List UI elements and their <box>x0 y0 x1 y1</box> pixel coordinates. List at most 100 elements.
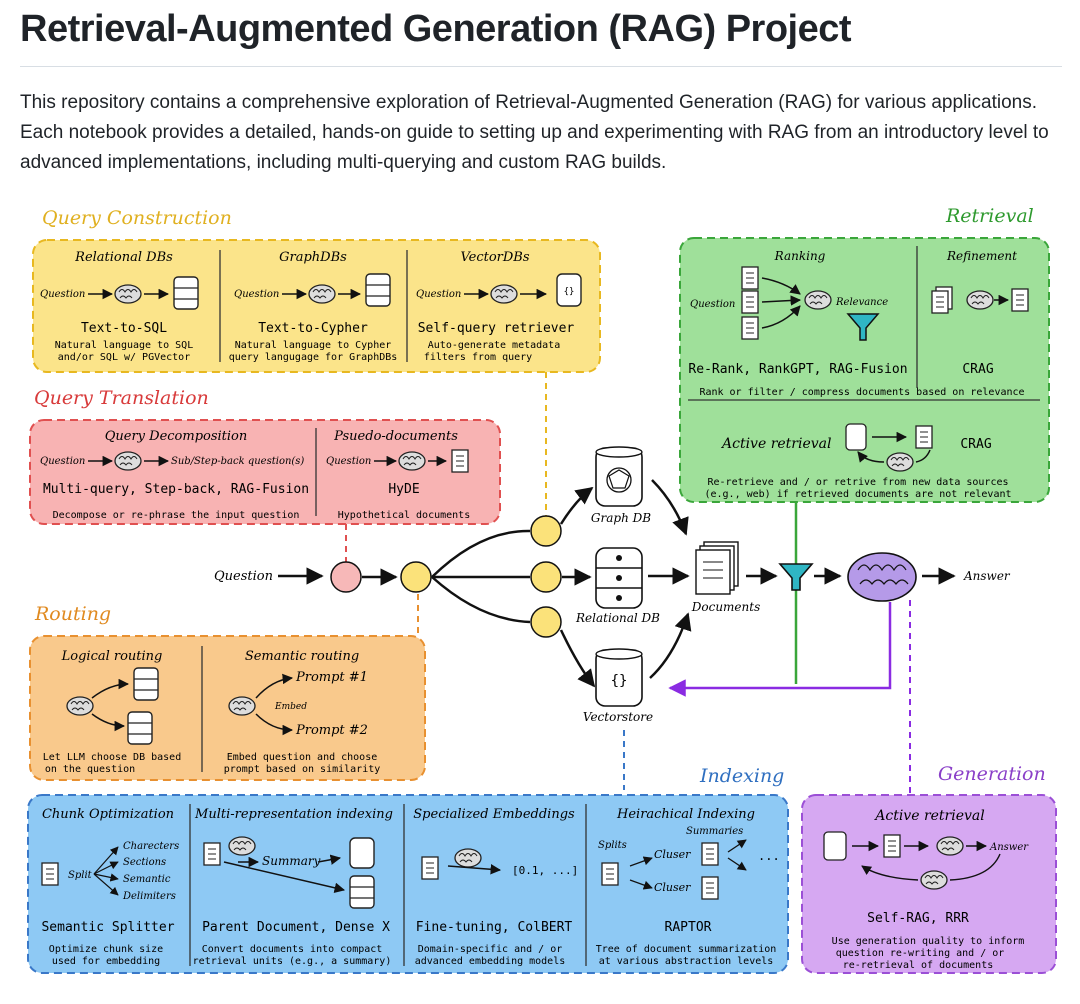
qc-vector-desc-2: filters from query <box>424 352 532 363</box>
routing-logical-desc-2: on the question <box>45 764 135 775</box>
retrieval-ranking-header: Ranking <box>774 249 826 263</box>
routing-prompt-1: Prompt #1 <box>295 670 368 685</box>
document-icon <box>741 290 759 314</box>
idx-hierarchical-cluster-2: Cluser <box>654 881 691 894</box>
generation-desc-3: re-retrieval of documents <box>843 960 994 971</box>
rag-diagram: Query Construction Relational DBs Questi… <box>27 205 1057 974</box>
idx-multirep-summary: Summary <box>262 854 321 868</box>
document-icon <box>741 316 759 340</box>
idx-chunk-item: Charecters <box>123 841 179 852</box>
idx-chunk-item: Sections <box>123 857 166 868</box>
brain-icon <box>886 452 914 472</box>
idx-embeddings-vector: [0.1, ...] <box>512 864 578 877</box>
graph-database-icon <box>365 273 391 307</box>
brain-icon <box>114 451 142 471</box>
brain-icon <box>66 696 94 716</box>
qc-graph-input: Question <box>234 289 279 300</box>
idx-embeddings-desc-1: Domain-specific and / or <box>418 944 563 955</box>
page-title: Retrieval-Augmented Generation (RAG) Pro… <box>20 8 852 50</box>
routing-logical-panel: Logical routing Let LLM choose DB based … <box>43 649 181 775</box>
vector-database-icon <box>556 273 582 307</box>
qc-vector-header: VectorDBs <box>460 250 529 265</box>
qt-decomposition-method: Multi-query, Step-back, RAG-Fusion <box>43 482 309 497</box>
routing-heading: Routing <box>34 603 111 625</box>
qt-decomposition-output: Sub/Step-back question(s) <box>171 456 304 467</box>
qt-decomposition-header: Query Decomposition <box>105 429 248 444</box>
qt-pseudo-input: Question <box>326 456 371 467</box>
retrieval-refinement-panel: Refinement CRAG <box>931 249 1029 377</box>
document-icon <box>203 842 221 866</box>
idx-hierarchical-ellipsis: ... <box>758 849 780 863</box>
routing-prompt-2: Prompt #2 <box>295 723 368 738</box>
routing-semantic-desc-1: Embed question and choose <box>227 752 378 763</box>
graph-db-label: Graph DB <box>591 511 651 525</box>
routing-node <box>400 561 432 593</box>
title-divider <box>20 66 1062 67</box>
brain-icon <box>920 870 948 890</box>
relational-db-label: Relational DB <box>575 611 660 625</box>
document-icon <box>883 834 901 858</box>
idx-embeddings-method: Fine-tuning, ColBERT <box>416 920 573 935</box>
graph-icon <box>606 467 632 493</box>
idx-chunk-method: Semantic Splitter <box>41 920 174 935</box>
svg-text:{}: {} <box>564 287 575 297</box>
filter-icon <box>778 563 814 591</box>
qt-pseudo-desc: Hypothetical documents <box>338 510 470 521</box>
documents-label: Documents <box>691 600 760 614</box>
construction-node-graph <box>530 515 562 547</box>
routing-semantic-header: Semantic routing <box>245 649 359 664</box>
routing-semantic-desc-2: prompt based on similarity <box>224 764 381 775</box>
idx-chunk-item: Semantic <box>123 874 171 885</box>
document-icon <box>701 842 719 866</box>
routing-embed-label: Embed <box>274 702 307 712</box>
qc-relational-header: Relational DBs <box>74 250 173 265</box>
idx-multirep-desc-1: Convert documents into compact <box>202 944 383 955</box>
retrieval-active-panel: Active retrieval CRAG Re-retrieve and / … <box>704 423 1012 500</box>
idx-chunk-split: Split <box>68 870 93 881</box>
vector-database-icon <box>823 831 847 861</box>
qc-graph-desc-2: query langugage for GraphDBs <box>229 352 398 363</box>
idx-embeddings-desc-2: advanced embedding models <box>415 956 566 967</box>
idx-chunk-header: Chunk Optimization <box>42 807 174 822</box>
feedback-arrow <box>668 602 892 697</box>
vectorstore-store: {} Vectorstore <box>583 648 653 724</box>
query-construction-box <box>32 239 601 373</box>
document-icon <box>915 425 933 449</box>
idx-multirep-method: Parent Document, Dense X <box>202 920 390 935</box>
idx-hierarchical-panel: Heirachical Indexing Splits Summaries Cl… <box>596 807 780 967</box>
brain-icon <box>228 836 256 856</box>
qt-decomposition-input: Question <box>40 456 85 467</box>
idx-chunk-item: Delimiters <box>122 891 176 902</box>
generation-panel: Active retrieval Answer Self-RAG, RRR Us… <box>823 808 1029 971</box>
relational-db-store: Relational DB <box>575 547 660 625</box>
document-icon <box>741 266 759 290</box>
retrieval-ranking-input: Question <box>690 299 735 310</box>
qc-relational-desc-1: Natural language to SQL <box>55 340 193 351</box>
qt-pseudo-panel: Psuedo-documents Question HyDE Hypotheti… <box>326 429 470 521</box>
routing-logical-desc-1: Let LLM choose DB based <box>43 752 181 763</box>
idx-hierarchical-desc-1: Tree of document summarization <box>596 944 777 955</box>
vector-database-icon <box>845 423 867 451</box>
qc-relational-input: Question <box>40 289 85 300</box>
generation-answer: Answer <box>989 842 1029 853</box>
brain-icon <box>804 290 832 310</box>
retrieval-active-desc-2: (e.g., web) if retrieved documents are n… <box>704 489 1011 500</box>
qc-relational-desc-2: and/or SQL w/ PGVector <box>58 352 190 363</box>
idx-chunk-desc-1: Optimize chunk size <box>49 944 163 955</box>
indexing-box <box>27 794 789 974</box>
query-translation-box <box>29 419 501 525</box>
query-translation-heading: Query Translation <box>34 387 209 409</box>
vector-database-icon <box>349 837 375 869</box>
qc-graph-panel: GraphDBs Question Text-to-Cypher Natural… <box>229 250 398 363</box>
brain-icon <box>114 284 142 304</box>
filter-icon <box>846 313 880 341</box>
brain-icon <box>490 284 518 304</box>
database-icon <box>133 667 159 701</box>
idx-hierarchical-cluster-1: Cluser <box>654 848 691 861</box>
idx-hierarchical-method: RAPTOR <box>665 920 712 935</box>
retrieval-refinement-method: CRAG <box>962 362 993 377</box>
document-icon <box>1011 288 1029 312</box>
generation-heading: Generation <box>938 763 1046 785</box>
retrieval-refinement-header: Refinement <box>946 249 1017 263</box>
answer-label: Answer <box>963 569 1011 583</box>
